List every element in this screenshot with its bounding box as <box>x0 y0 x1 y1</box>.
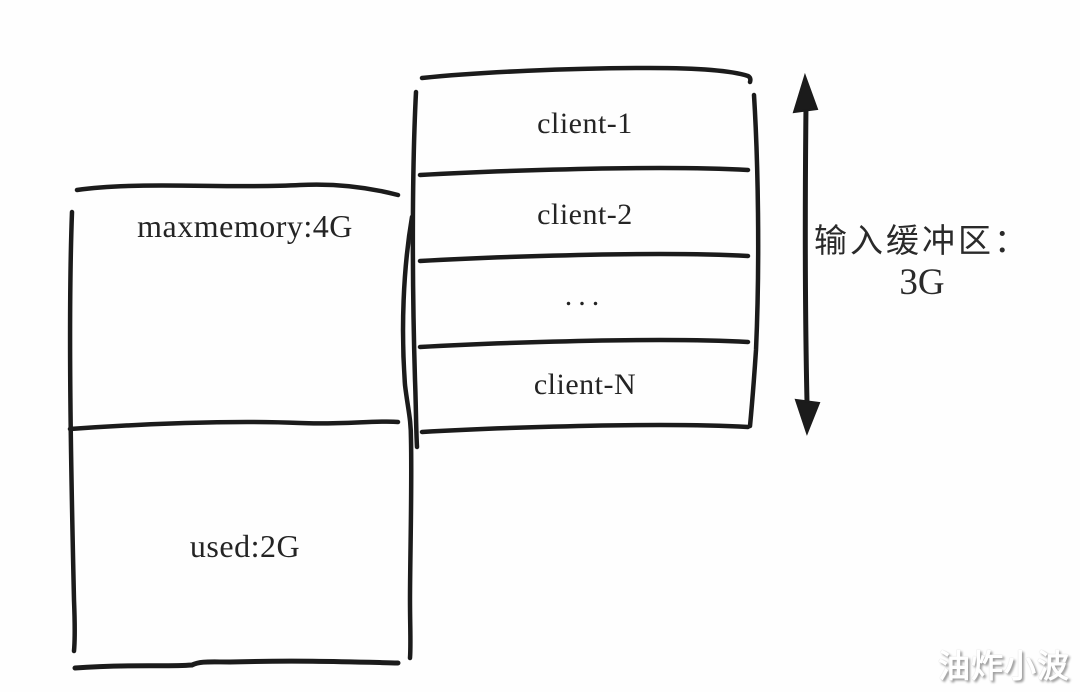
buffer-size-double-arrow-icon <box>792 72 821 436</box>
maxmemory-label: maxmemory:4G <box>137 208 353 244</box>
arrow-head-up <box>792 72 819 114</box>
used-memory-label: used:2G <box>189 528 301 564</box>
watermark-text: 油炸小波 <box>938 648 1071 684</box>
input-buffer-title: 输入缓冲区： <box>814 224 1030 260</box>
client-row-separator-1 <box>417 165 751 178</box>
client-row-label-1: client-1 <box>537 107 633 140</box>
arrow-shaft <box>802 103 810 405</box>
client-row-label-n: client-N <box>533 368 637 401</box>
maxmemory-box <box>67 182 415 671</box>
client-row-separator-2 <box>417 251 751 264</box>
arrow-head-down <box>794 398 821 436</box>
maxmemory-box-left-edge <box>67 209 77 654</box>
client-stack-top-edge <box>419 65 753 85</box>
client-stack-box <box>410 65 761 450</box>
maxmemory-box-top-edge <box>74 182 401 198</box>
maxmemory-box-bottom-edge <box>72 658 401 671</box>
maxmemory-box-right-edge <box>400 214 415 661</box>
client-row-separator-3 <box>417 337 751 350</box>
maxmemory-box-divider <box>67 419 401 432</box>
client-stack-left-edge <box>410 89 420 450</box>
client-stack-right-edge <box>747 92 761 429</box>
client-row-label-2: client-2 <box>537 198 633 231</box>
client-row-label-ellipsis: ... <box>564 279 606 312</box>
input-buffer-annotation: 输入缓冲区： 3G <box>805 222 1039 304</box>
input-buffer-size: 3G <box>899 262 945 303</box>
client-stack-bottom-edge <box>419 422 751 435</box>
